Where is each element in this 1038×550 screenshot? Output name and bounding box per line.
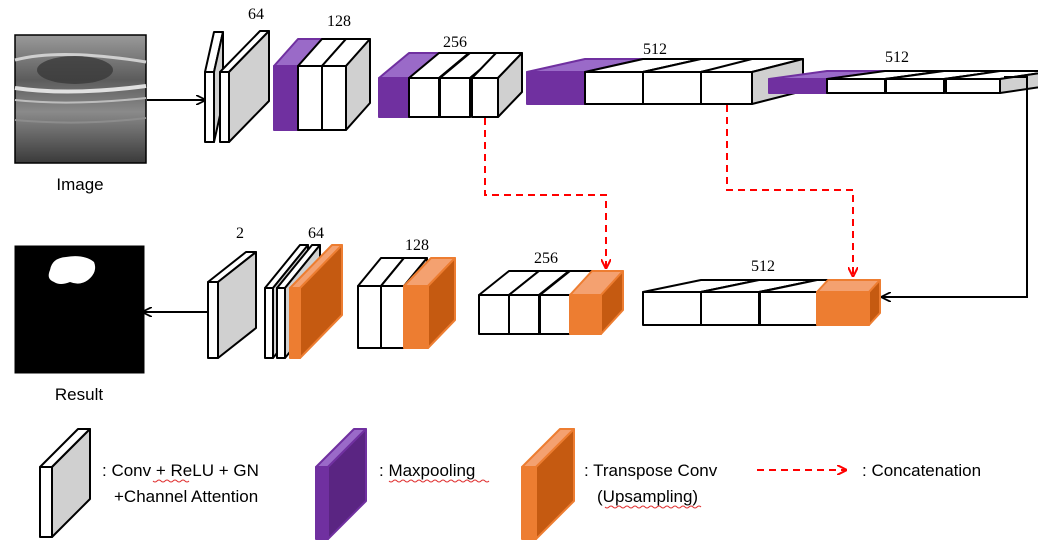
spellcheck-underline-relu bbox=[152, 479, 190, 483]
encoder-label-3: 256 bbox=[443, 34, 467, 51]
encoder-label-5: 512 bbox=[885, 49, 909, 66]
decoder-up-4 bbox=[816, 279, 881, 326]
result-mask bbox=[14, 245, 145, 374]
decoder-up-3 bbox=[569, 270, 624, 335]
legend-conv-icon bbox=[39, 428, 91, 538]
spellcheck-underline-upsampling bbox=[604, 505, 702, 509]
legend-conv-line2: +Channel Attention bbox=[114, 487, 258, 506]
decoder-label-2: 64 bbox=[308, 225, 324, 242]
legend bbox=[39, 428, 575, 540]
encoder-label-2: 128 bbox=[327, 13, 351, 30]
decoder-label-5: 512 bbox=[751, 258, 775, 275]
legend-up-icon bbox=[521, 428, 575, 540]
skip-connection-256 bbox=[484, 118, 606, 268]
decoder-path bbox=[207, 244, 881, 359]
encoder-label-1: 64 bbox=[248, 6, 264, 23]
encoder-conv-128b bbox=[321, 38, 371, 131]
legend-concat: : Concatenation bbox=[862, 461, 981, 480]
decoder-label-4: 256 bbox=[534, 250, 558, 267]
decoder-up-1 bbox=[289, 244, 343, 359]
decoder-up-2 bbox=[403, 257, 456, 349]
legend-up-line2: (Upsampling) bbox=[597, 487, 698, 506]
bottleneck-connector bbox=[882, 76, 1028, 297]
encoder-conv-256c bbox=[471, 52, 523, 118]
encoder-conv-64b bbox=[219, 30, 270, 143]
skip-connection-512 bbox=[726, 105, 853, 276]
legend-pool: : Maxpooling bbox=[379, 461, 475, 480]
decoder-label-1: 2 bbox=[236, 225, 244, 242]
encoder-conv-512f bbox=[945, 70, 1038, 94]
input-image bbox=[14, 34, 147, 164]
decoder-label-3: 128 bbox=[405, 237, 429, 254]
legend-pool-icon bbox=[315, 428, 367, 540]
encoder-path bbox=[204, 30, 1038, 143]
encoder-label-4: 512 bbox=[643, 41, 667, 58]
input-caption: Image bbox=[56, 175, 103, 194]
decoder-conv-out bbox=[207, 251, 257, 359]
spellcheck-underline bbox=[388, 479, 490, 483]
output-caption: Result bbox=[55, 385, 103, 404]
legend-conv-line1: : Conv + ReLU + GN bbox=[102, 461, 259, 480]
legend-up-line1: : Transpose Conv bbox=[584, 461, 718, 480]
